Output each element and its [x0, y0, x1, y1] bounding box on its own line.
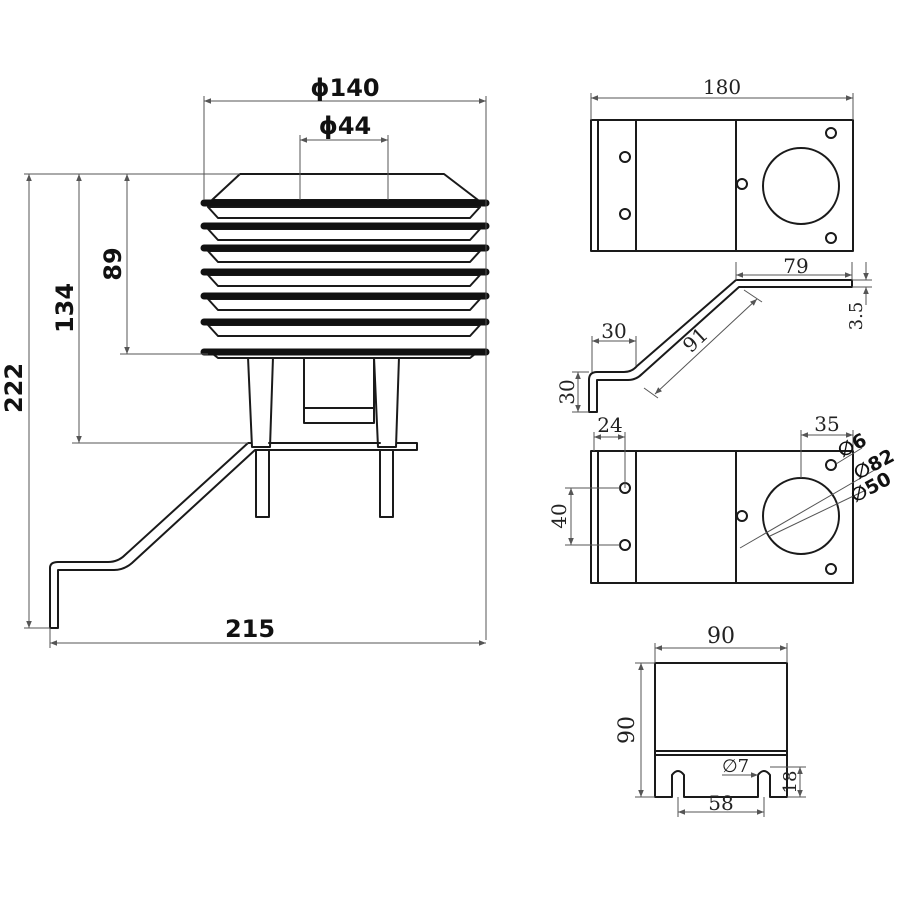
dim-outer-diameter: ϕ140: [310, 74, 379, 102]
dim-corner-offset: 35: [814, 412, 839, 436]
dim-edge-offset: 24: [597, 413, 622, 437]
dim-slot-spacing: 58: [708, 791, 733, 815]
dim-slot-diameter: ∅7: [722, 756, 749, 777]
dim-shield-height: 89: [99, 247, 127, 280]
dim-foot-height: 30: [555, 379, 579, 404]
main-view: ϕ140 ϕ44 89 134 222 215: [0, 74, 490, 648]
bracket-side-view: 79 3.5 30 30 91: [555, 254, 872, 413]
dim-slot-depth: 18: [780, 771, 801, 794]
dim-bracket-length: 180: [703, 75, 741, 99]
main-dimensions: [24, 96, 487, 648]
dim-inner-diameter: ϕ44: [319, 112, 372, 140]
support-posts: [247, 356, 400, 518]
dim-hole-spacing: 40: [547, 503, 571, 528]
bracket-bottom-view: 24 40 35 ∅6 ∅82 ∅50: [547, 412, 898, 584]
dim-thickness: 3.5: [846, 302, 867, 331]
dim-total-width: 215: [225, 615, 275, 643]
clamp-view: 90 90 ∅7 18 58: [615, 624, 806, 817]
dim-clamp-height: 90: [615, 716, 640, 744]
dim-foot-width: 30: [601, 319, 626, 343]
bracket-top-view: 180: [590, 75, 854, 252]
dim-mid-height: 134: [51, 283, 79, 333]
dim-total-height: 222: [0, 363, 28, 413]
dim-slope-length: 91: [678, 322, 713, 357]
dim-clamp-width: 90: [707, 624, 735, 649]
louver-shield: [200, 173, 490, 359]
dim-top-length: 79: [783, 254, 808, 278]
mounting-arm: [49, 442, 418, 629]
